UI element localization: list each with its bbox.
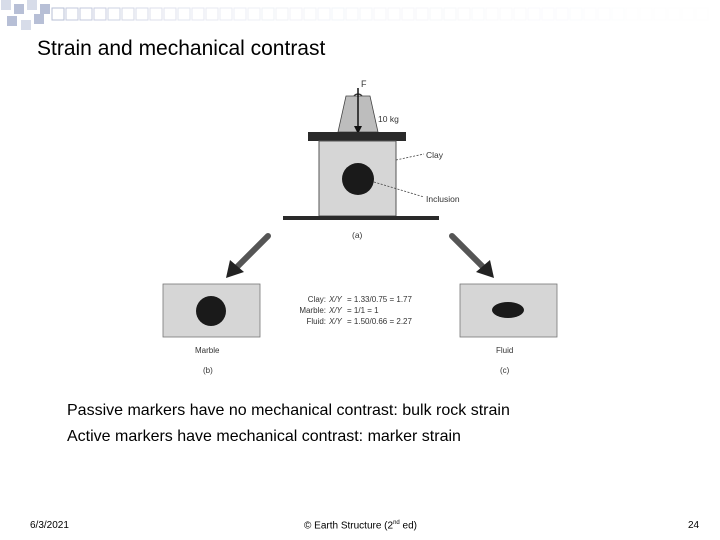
panel-a-apparatus: F 10 kg Clay Inclusion (a) bbox=[283, 79, 460, 240]
deco-square bbox=[14, 4, 24, 14]
force-arrowhead bbox=[354, 126, 362, 134]
clay-leader-line bbox=[395, 153, 425, 161]
fluid-inclusion bbox=[492, 302, 524, 318]
inclusion-label: Inclusion bbox=[426, 194, 460, 204]
ratio-value-marble: = 1/1 = 1 bbox=[347, 306, 379, 315]
fluid-label: Fluid bbox=[496, 346, 513, 355]
bullet-passive-markers: Passive markers have no mechanical contr… bbox=[67, 402, 510, 419]
ratio-material-clay: Clay: bbox=[308, 295, 326, 304]
ratio-expr-marble: X/Y bbox=[328, 306, 343, 315]
arrow-to-panel-c bbox=[449, 233, 494, 278]
marble-label: Marble bbox=[195, 346, 220, 355]
arrow-to-panel-b bbox=[226, 233, 271, 278]
ground-base bbox=[283, 216, 439, 220]
panel-c-label: (c) bbox=[500, 366, 510, 375]
weight-plate bbox=[308, 132, 406, 141]
panel-c-fluid: Fluid (c) bbox=[459, 283, 558, 375]
decorative-squares-band bbox=[1, 0, 709, 30]
ratio-value-clay: = 1.33/0.75 = 1.77 bbox=[347, 295, 412, 304]
clay-label: Clay bbox=[426, 150, 444, 160]
deco-square bbox=[40, 4, 50, 14]
marble-inclusion bbox=[196, 296, 226, 326]
deco-square bbox=[27, 0, 37, 10]
panel-b-marble: Marble (b) bbox=[162, 283, 261, 375]
ratio-material-fluid: Fluid: bbox=[306, 317, 326, 326]
deco-square bbox=[1, 0, 11, 10]
inclusion-leader-line bbox=[373, 181, 425, 198]
footer-copyright: © Earth Structure (2nd ed) bbox=[304, 520, 417, 531]
arrowhead-c bbox=[476, 260, 494, 278]
slide-title: Strain and mechanical contrast bbox=[37, 37, 326, 60]
footer-date: 6/3/2021 bbox=[30, 520, 69, 531]
footer-page-number: 24 bbox=[688, 520, 700, 531]
copyright-prefix: © Earth Structure (2 bbox=[304, 520, 394, 532]
force-label: F bbox=[361, 79, 367, 89]
panel-b-label: (b) bbox=[203, 366, 213, 375]
strain-figure: F 10 kg Clay Inclusion (a) Marble (b) bbox=[162, 79, 558, 375]
deco-square bbox=[21, 20, 31, 30]
bullet-active-markers: Active markers have mechanical contrast:… bbox=[67, 428, 461, 445]
copyright-superscript: nd bbox=[393, 520, 400, 526]
inclusion-marker bbox=[342, 163, 374, 195]
weight-label: 10 kg bbox=[378, 114, 399, 124]
ratio-material-marble: Marble: bbox=[299, 306, 326, 315]
ratio-expr-clay: X/Y bbox=[328, 295, 343, 304]
deco-square-row bbox=[51, 7, 709, 21]
panel-a-label: (a) bbox=[352, 230, 363, 240]
deco-square bbox=[7, 16, 17, 26]
ratio-value-fluid: = 1.50/0.66 = 2.27 bbox=[347, 317, 412, 326]
arrowhead-b bbox=[226, 260, 244, 278]
strain-ratios: Clay: X/Y = 1.33/0.75 = 1.77 Marble: X/Y… bbox=[299, 295, 412, 326]
copyright-suffix: ed) bbox=[399, 520, 417, 532]
deco-square bbox=[34, 14, 44, 24]
ratio-expr-fluid: X/Y bbox=[328, 317, 343, 326]
